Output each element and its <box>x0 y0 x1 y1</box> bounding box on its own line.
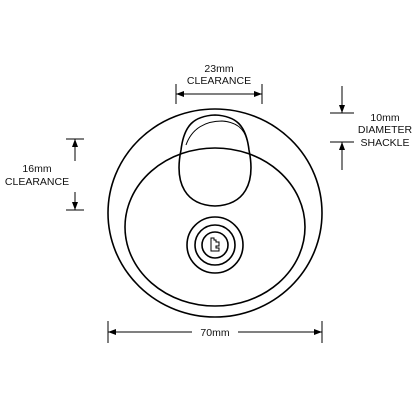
shackle-diameter-label-line2: SHACKLE <box>360 137 409 149</box>
width-arrow-right <box>314 329 322 335</box>
shackle-diameter-value: 10mm <box>370 112 399 124</box>
shackle-diameter-arrow-top <box>339 105 345 113</box>
side-clearance-label: CLEARANCE <box>5 176 69 188</box>
key-slot-icon <box>210 237 220 252</box>
side-clearance-value: 16mm <box>22 163 51 175</box>
side-clearance-arrow-bottom <box>72 202 78 210</box>
top-clearance-arrow-right <box>254 91 262 97</box>
padlock-inner-ring <box>124 147 306 307</box>
side-clearance-arrow-top <box>72 139 78 147</box>
keyhole-outer-ring <box>186 216 244 274</box>
top-clearance-label: CLEARANCE <box>187 75 251 87</box>
padlock-shackle <box>178 114 252 207</box>
shackle-diameter-label-line1: DIAMETER <box>358 124 413 136</box>
top-clearance-arrow-left <box>176 91 184 97</box>
padlock-outer-body <box>107 108 323 318</box>
width-value: 70mm <box>200 327 229 339</box>
width-arrow-left <box>108 329 116 335</box>
keyhole-inner-ring <box>201 231 229 259</box>
keyhole-middle-ring <box>194 224 236 266</box>
shackle-diameter-arrow-bottom <box>339 142 345 150</box>
shackle-inner-edge <box>185 120 248 146</box>
top-clearance-value: 23mm <box>204 63 233 75</box>
